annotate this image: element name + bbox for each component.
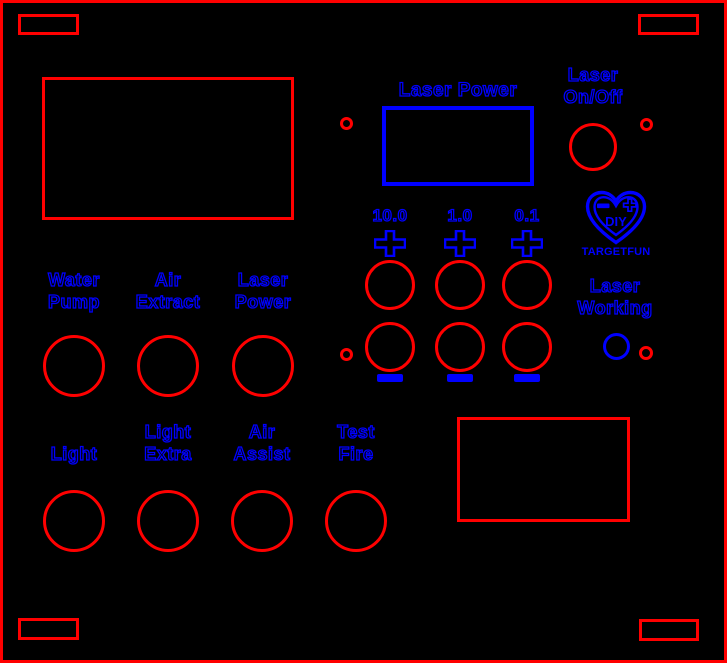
laser-power-display-title: Laser Power <box>398 79 518 101</box>
minus-icon-01 <box>514 374 540 382</box>
slot-bottom-right <box>639 619 699 641</box>
diy-heart-logo: DIY <box>584 189 648 246</box>
light-extra-label-line1: Light <box>144 421 192 442</box>
slot-top-right <box>638 14 699 35</box>
increase-1-button[interactable] <box>435 260 485 310</box>
laser-onoff-label-line2: On/Off <box>563 86 623 107</box>
screw-hole-top-right <box>640 118 653 131</box>
plus-icon-1 <box>443 229 477 258</box>
logo-plus-icon <box>622 198 637 213</box>
water-pump-label: Water Pump <box>24 269 124 313</box>
light-extra-label-line2: Extra <box>144 443 192 464</box>
water-pump-label-line2: Pump <box>47 291 100 312</box>
increase-01-button[interactable] <box>502 260 552 310</box>
plus-icon-10 <box>373 229 407 258</box>
laser-power-button-label: Laser Power <box>213 269 313 313</box>
increase-10-button[interactable] <box>365 260 415 310</box>
water-pump-label-line1: Water <box>47 269 100 290</box>
cutout-bottom-right <box>457 417 630 522</box>
laser-power-label-line2: Power <box>234 291 292 312</box>
test-fire-label-line1: Test <box>337 421 375 442</box>
logo-minus-icon <box>597 203 610 209</box>
water-pump-button[interactable] <box>43 335 105 397</box>
decrease-1-button[interactable] <box>435 322 485 372</box>
step-label-01: 0.1 <box>514 205 540 225</box>
light-label-line1 <box>24 421 124 443</box>
light-label-line2: Light <box>50 443 98 464</box>
air-assist-label-line1: Air <box>248 421 276 442</box>
air-assist-button[interactable] <box>231 490 293 552</box>
slot-bottom-left <box>18 618 79 640</box>
logo-diy-text: DIY <box>605 214 627 229</box>
air-extract-label: Air Extract <box>118 269 218 313</box>
laser-onoff-button[interactable] <box>569 123 617 171</box>
light-label: Light <box>24 421 124 465</box>
laser-onoff-label: Laser On/Off <box>551 64 635 108</box>
decrease-01-button[interactable] <box>502 322 552 372</box>
plus-icon-01 <box>510 229 544 258</box>
step-label-10: 10.0 <box>372 205 408 225</box>
test-fire-button[interactable] <box>325 490 387 552</box>
laser-power-display <box>382 106 534 186</box>
air-assist-label-line2: Assist <box>233 443 291 464</box>
minus-icon-10 <box>377 374 403 382</box>
test-fire-label: Test Fire <box>306 421 406 465</box>
air-extract-label-line1: Air <box>154 269 182 290</box>
light-extra-button[interactable] <box>137 490 199 552</box>
laser-power-button[interactable] <box>232 335 294 397</box>
light-extra-label: Light Extra <box>118 421 218 465</box>
test-fire-label-line2: Fire <box>338 443 374 464</box>
laser-working-label-line2: Working <box>577 297 653 318</box>
screw-hole-bottom-left <box>340 348 353 361</box>
air-extract-label-line2: Extract <box>135 291 201 312</box>
heart-icon: DIY <box>585 190 647 245</box>
decrease-10-button[interactable] <box>365 322 415 372</box>
slot-top-left <box>18 14 79 35</box>
air-assist-label: Air Assist <box>212 421 312 465</box>
brand-text: TARGETFUN <box>581 246 651 258</box>
laser-working-label-line1: Laser <box>589 275 641 296</box>
laser-power-label-line1: Laser <box>237 269 289 290</box>
screw-hole-bottom-right <box>639 346 653 360</box>
laser-working-label: Laser Working <box>563 275 667 319</box>
air-extract-button[interactable] <box>137 335 199 397</box>
light-button[interactable] <box>43 490 105 552</box>
laser-working-indicator <box>603 333 630 360</box>
minus-icon-1 <box>447 374 473 382</box>
step-label-1: 1.0 <box>447 205 473 225</box>
laser-onoff-label-line1: Laser <box>567 64 619 85</box>
large-cutout-left <box>42 77 294 220</box>
screw-hole-top-left <box>340 117 353 130</box>
